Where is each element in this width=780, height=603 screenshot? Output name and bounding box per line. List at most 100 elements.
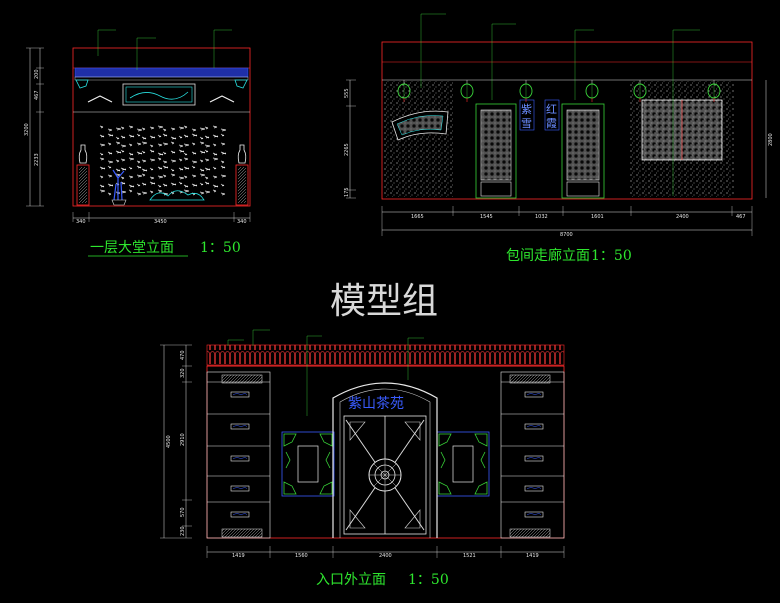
calligraphy-stroke <box>220 192 226 196</box>
calligraphy-stroke <box>149 181 156 185</box>
lobby-rockery <box>149 190 205 201</box>
calligraphy-stroke <box>128 143 133 147</box>
calligraphy-stroke <box>149 158 156 162</box>
lobby-title: 一层大堂立面 <box>90 240 174 256</box>
calligraphy-stroke <box>136 133 141 137</box>
entrance-elevation: 紫山茶苑 470 320 4500 2910 570 230 <box>160 329 565 588</box>
corridor-dim-467: 467 <box>736 214 746 220</box>
lantern-icon <box>397 80 411 102</box>
calligraphy-stroke <box>107 183 114 187</box>
calligraphy-stroke <box>191 151 197 155</box>
entrance-right-column <box>500 371 565 539</box>
corridor-scale: 1：50 <box>591 248 632 264</box>
calligraphy-stroke <box>199 141 205 145</box>
calligraphy-stroke <box>162 174 167 178</box>
calligraphy-stroke <box>107 174 113 178</box>
lobby-dim-340-left: 340 <box>76 219 86 225</box>
entrance-dim-1521: 1521 <box>463 553 476 559</box>
calligraphy-stroke <box>115 127 122 131</box>
calligraphy-stroke <box>178 158 183 162</box>
calligraphy-stroke <box>212 157 219 161</box>
calligraphy-stroke <box>204 126 209 130</box>
lantern-icon <box>519 80 533 102</box>
calligraphy-stroke <box>204 144 211 148</box>
corridor-wall-frame <box>381 41 753 200</box>
corridor-dim-1032: 1032 <box>535 214 548 220</box>
calligraphy-stroke <box>178 181 183 185</box>
calligraphy-stroke <box>157 184 162 188</box>
column-panel <box>207 475 270 492</box>
calligraphy-stroke <box>220 174 227 178</box>
calligraphy-stroke <box>220 151 227 155</box>
calligraphy-stroke <box>157 143 163 147</box>
calligraphy-stroke <box>204 181 210 185</box>
calligraphy-stroke <box>212 134 219 138</box>
corridor-elevation: 紫 雪 红 霞 555 2265 175 2800 <box>344 13 774 264</box>
entrance-scale: 1：50 <box>408 572 449 588</box>
entrance-dim-2910: 2910 <box>180 433 186 446</box>
entrance-dim-4500: 4500 <box>166 435 172 448</box>
calligraphy-stroke <box>220 183 225 187</box>
lobby-corner-ornament-right <box>234 79 248 89</box>
column-panel <box>207 501 270 518</box>
calligraphy-stroke <box>212 184 219 188</box>
calligraphy-stroke <box>157 189 163 193</box>
column-panel <box>501 381 564 398</box>
calligraphy-stroke <box>107 151 113 155</box>
calligraphy-stroke <box>183 125 188 129</box>
calligraphy-stroke <box>212 166 217 170</box>
calligraphy-stroke <box>199 127 206 131</box>
calligraphy-stroke <box>212 175 218 179</box>
calligraphy-stroke <box>204 190 211 194</box>
entrance-left-column <box>206 371 271 539</box>
calligraphy-stroke <box>120 149 125 153</box>
calligraphy-stroke <box>115 136 120 140</box>
calligraphy-stroke <box>170 173 176 177</box>
corridor-title: 包间走廊立面 <box>506 247 590 264</box>
calligraphy-stroke <box>199 191 205 195</box>
calligraphy-stroke <box>141 191 148 195</box>
column-panel <box>501 445 564 462</box>
corridor-stone-panel-1 <box>383 81 453 197</box>
calligraphy-stroke <box>157 166 163 170</box>
lobby-width-dimensions: 340 3450 340 <box>72 212 251 225</box>
calligraphy-stroke <box>178 149 185 153</box>
lobby-cornice <box>74 67 249 78</box>
calligraphy-stroke <box>220 160 225 164</box>
corridor-door-2 <box>561 103 605 199</box>
corridor-width-dimensions: 1665 1545 1032 1601 2400 467 8700 <box>381 206 753 238</box>
entrance-roof-tiles <box>206 344 565 366</box>
calligraphy-stroke <box>107 128 113 132</box>
lobby-wall-frame <box>72 47 251 207</box>
calligraphy-stroke <box>120 158 126 162</box>
lobby-plant <box>112 169 125 201</box>
lobby-central-painting <box>122 83 196 106</box>
calligraphy-stroke <box>162 142 169 146</box>
calligraphy-stroke <box>191 160 198 164</box>
calligraphy-stroke <box>220 128 227 132</box>
lobby-scale: 1：50 <box>200 240 241 256</box>
calligraphy-stroke <box>99 157 105 161</box>
calligraphy-stroke <box>183 134 189 138</box>
calligraphy-stroke <box>99 166 106 170</box>
calligraphy-stroke <box>170 150 176 154</box>
lobby-dim-467: 467 <box>34 90 40 100</box>
calligraphy-stroke <box>128 175 134 179</box>
entrance-wall-frame <box>206 365 565 539</box>
entrance-side-window-right <box>436 431 490 497</box>
calligraphy-stroke <box>170 159 177 163</box>
lantern-icon <box>707 80 721 102</box>
calligraphy-stroke <box>183 143 190 147</box>
lobby-dim-3200: 3200 <box>24 123 30 136</box>
lobby-dim-2233: 2233 <box>34 153 40 166</box>
calligraphy-stroke <box>183 175 188 179</box>
calligraphy-stroke <box>212 189 217 193</box>
calligraphy-stroke <box>136 165 142 169</box>
corridor-dim-2800: 2800 <box>768 133 774 146</box>
entrance-width-dimensions: 1419 1560 2400 1521 1419 <box>206 546 565 559</box>
calligraphy-stroke <box>170 141 175 145</box>
calligraphy-stroke <box>120 135 126 139</box>
calligraphy-stroke <box>99 189 106 193</box>
calligraphy-stroke <box>157 175 164 179</box>
calligraphy-stroke <box>162 128 167 132</box>
